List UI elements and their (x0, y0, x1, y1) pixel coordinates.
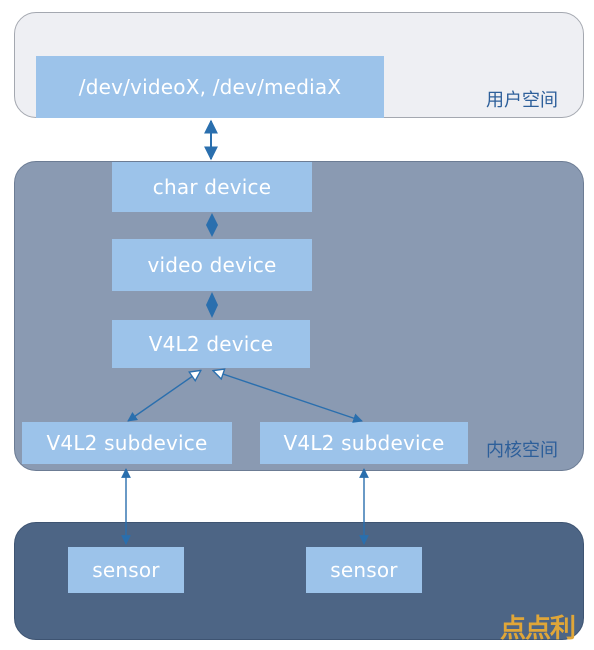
v4l2-subdevice-right-box: V4L2 subdevice (260, 422, 468, 464)
diamond-char-video (206, 213, 218, 237)
v4l2-device-label: V4L2 device (148, 332, 274, 356)
char-device-box: char device (112, 162, 312, 212)
dev-nodes-box: /dev/videoX, /dev/mediaX (36, 56, 384, 118)
user-space-label: 用户空间 (486, 90, 558, 111)
sensor-left-label: sensor (92, 558, 160, 582)
video-device-box: video device (112, 239, 312, 291)
video-device-label: video device (147, 253, 277, 277)
v4l2-subdevice-right-label: V4L2 subdevice (283, 431, 445, 455)
sensor-right-label: sensor (330, 558, 398, 582)
char-device-label: char device (152, 175, 272, 199)
diamond-video-v4l2 (206, 292, 218, 318)
v4l2-subdevice-left-label: V4L2 subdevice (46, 431, 208, 455)
arrow-v4l2-subdev-right (214, 371, 362, 421)
sensor-left-box: sensor (68, 547, 184, 593)
v4l2-device-box: V4L2 device (112, 320, 310, 368)
arrow-v4l2-subdev-left (128, 371, 200, 422)
sensor-right-box: sensor (306, 547, 422, 593)
dev-nodes-label: /dev/videoX, /dev/mediaX (78, 75, 342, 99)
watermark-logo: 点点利 (500, 614, 576, 644)
v4l2-subdevice-left-box: V4L2 subdevice (22, 422, 232, 464)
kernel-space-label: 内核空间 (486, 440, 558, 461)
